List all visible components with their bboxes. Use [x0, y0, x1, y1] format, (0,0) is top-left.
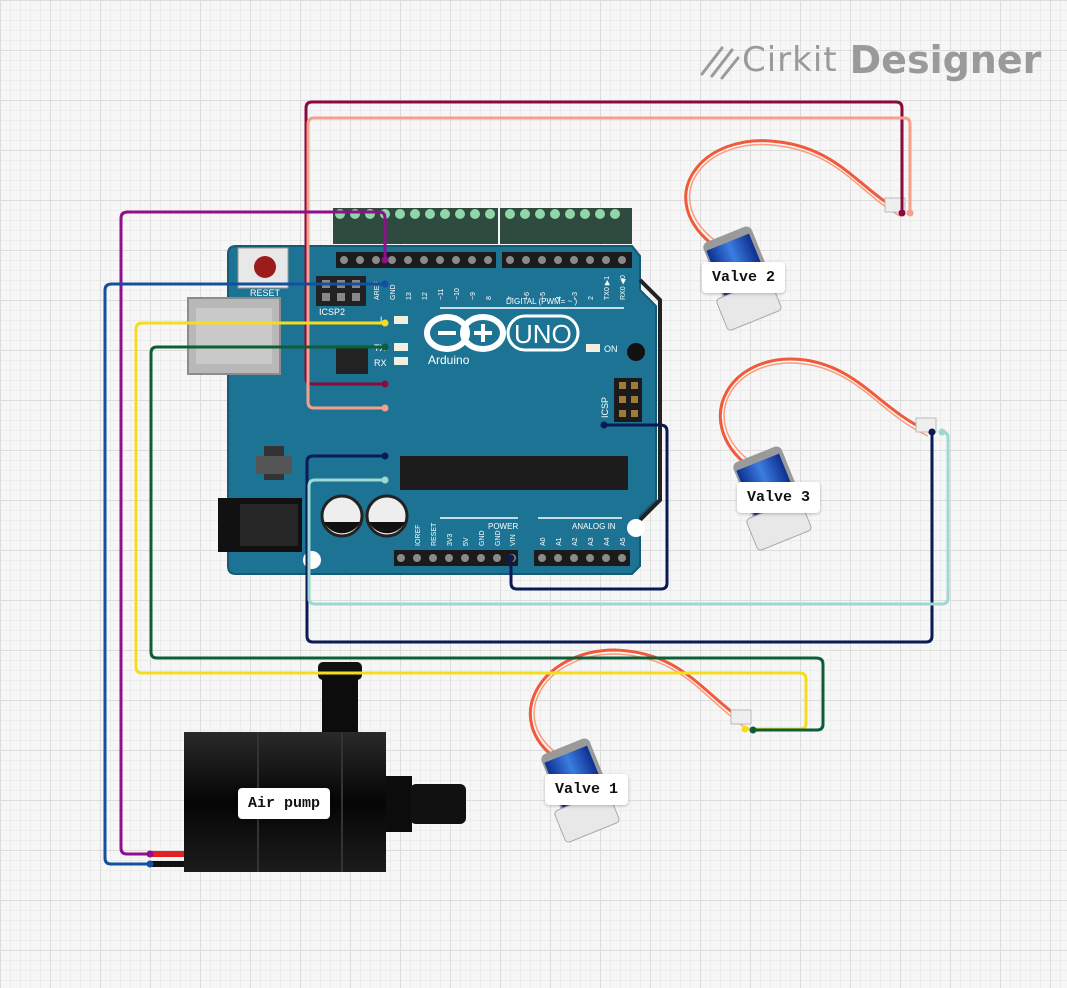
valve-1-label: Valve 1 — [545, 774, 629, 805]
air-pump[interactable] — [150, 662, 466, 872]
power-pin-label-5: GND — [495, 530, 502, 546]
pump-outlet — [410, 784, 466, 824]
analog-pin-label-3: A3 — [588, 537, 595, 546]
pump-wire-black — [150, 861, 184, 867]
icsp2-label: ICSP2 — [319, 307, 345, 317]
valve-1[interactable] — [528, 648, 752, 843]
uno-label: UNO — [514, 319, 572, 349]
brand-name-light: Cirkit — [742, 40, 838, 80]
pump-wire-red — [150, 851, 184, 857]
valve-2-connector — [884, 197, 906, 213]
top-pin-label-1: GND — [390, 284, 397, 300]
digital-header-right — [502, 252, 632, 268]
top-pin-label-15: RX0 ◀0 — [620, 275, 627, 300]
top-pin-label-8: 7 — [508, 296, 515, 300]
power-pin-label-3: 5V — [463, 537, 470, 546]
wire-purple[interactable] — [119, 210, 387, 856]
power-pin-label-1: RESET — [431, 522, 438, 546]
digital-label: DIGITAL (PWM= ~ ) — [506, 297, 577, 306]
wire-navy-icsp[interactable] — [509, 423, 669, 591]
cirkit-logo-icon — [700, 46, 740, 80]
power-pin-label-0: IOREF — [415, 525, 422, 546]
svg-text:ICSP: ICSP — [600, 397, 610, 418]
arduino-logo — [424, 314, 580, 352]
wire-green[interactable] — [149, 345, 825, 732]
bottom-pin-labels: IOREF RESET 3V3 5V GND GND VIN A0 A1 A2 A3 A4 A5 — [415, 522, 627, 546]
reset-button-cap[interactable] — [254, 256, 276, 278]
rx-led — [394, 357, 408, 365]
top-pin-label-9: ~6 — [524, 292, 531, 300]
top-pin-label-5: ~10 — [454, 288, 461, 300]
power-label: POWER — [488, 522, 518, 531]
air-pump-label: Air pump — [238, 788, 331, 819]
arduino-label: Arduino — [428, 353, 470, 367]
valve-3[interactable] — [718, 357, 937, 551]
valve-2-label: Valve 2 — [702, 262, 786, 293]
wire-blue[interactable] — [103, 282, 387, 866]
top-pin-label-7: 8 — [486, 296, 493, 300]
tx-led — [394, 343, 408, 351]
top-pin-label-2: 13 — [406, 292, 413, 300]
board-edge — [638, 278, 662, 522]
power-pin-label-6: VIN — [510, 534, 517, 546]
analog-header — [534, 550, 630, 566]
top-pin-label-13: 2 — [588, 296, 595, 300]
atmega-chip — [400, 456, 628, 490]
wire-teal[interactable] — [307, 430, 950, 606]
on-led — [586, 344, 600, 352]
valve-2[interactable] — [684, 139, 906, 332]
power-pin-label-2: 3V3 — [447, 533, 454, 546]
wire-navy-upper[interactable] — [305, 430, 934, 644]
analog-pin-label-4: A4 — [604, 537, 611, 546]
wire-salmon[interactable] — [306, 116, 912, 410]
wire-yellow[interactable] — [134, 321, 808, 731]
top-pin-label-10: ~5 — [540, 292, 547, 300]
top-pin-label-11: 4 — [556, 296, 563, 300]
reset-label: RESET — [250, 288, 281, 298]
svg-text:ON: ON — [604, 344, 618, 354]
top-pin-label-0: AREF — [374, 281, 381, 300]
svg-text:RX: RX — [374, 358, 387, 368]
analog-pin-label-2: A2 — [572, 537, 579, 546]
valve-1-connector — [730, 709, 752, 725]
top-pin-label-3: 12 — [422, 292, 429, 300]
analog-label: ANALOG IN — [572, 522, 616, 531]
top-pin-labels: AREF GND 13 12 ~11 ~10 ~9 8 7 ~6 ~5 4 ~3 2 TX0 ▶1 RX0 ◀… — [374, 275, 627, 300]
l-led — [394, 316, 408, 324]
power-header — [394, 550, 518, 566]
top-pin-label-14: TX0 ▶1 — [604, 276, 611, 300]
power-pin-label-4: GND — [479, 530, 486, 546]
board-pcb — [227, 245, 657, 575]
analog-pin-label-5: A5 — [620, 537, 627, 546]
wires — [103, 100, 950, 866]
analog-pin-label-1: A1 — [556, 537, 563, 546]
valve-3-connector — [915, 417, 937, 433]
analog-pin-label-0: A0 — [540, 537, 547, 546]
top-pin-label-4: ~11 — [438, 289, 445, 300]
usb-chip — [336, 346, 368, 374]
cirkit-designer-brand: Cirkit Designer — [698, 34, 1041, 86]
valve-3-label: Valve 3 — [737, 482, 821, 513]
top-pin-label-12: ~3 — [572, 292, 579, 300]
brand-name-bold: Designer — [849, 38, 1042, 82]
svg-text:L: L — [380, 315, 385, 325]
wire-endpoints — [146, 209, 946, 868]
top-pin-label-6: ~9 — [470, 292, 477, 300]
